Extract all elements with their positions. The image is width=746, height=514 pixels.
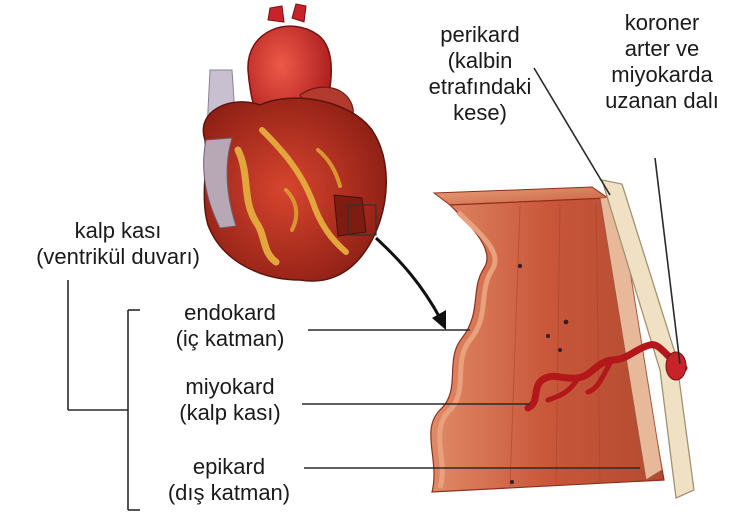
label-endokard-line2: (iç katman) bbox=[150, 326, 310, 352]
label-perikard-line2: (kalbin bbox=[410, 48, 550, 74]
label-koroner-line3: miyokarda bbox=[582, 62, 742, 88]
label-koroner: koroner arter ve miyokarda uzanan dalı bbox=[582, 10, 742, 114]
label-kalp-kasi-line2: (ventrikül duvarı) bbox=[0, 244, 236, 270]
label-kalp-kasi-line1: kalp kası bbox=[0, 218, 236, 244]
label-miyokard: miyokard (kalp kası) bbox=[150, 374, 310, 426]
label-miyokard-line2: (kalp kası) bbox=[150, 400, 310, 426]
label-endokard-line1: endokard bbox=[150, 300, 310, 326]
label-perikard-line1: perikard bbox=[410, 22, 550, 48]
label-perikard: perikard (kalbin etrafındaki kese) bbox=[410, 22, 550, 126]
label-kalp-kasi: kalp kası (ventrikül duvarı) bbox=[0, 218, 236, 270]
zoom-arrow bbox=[376, 238, 440, 318]
label-miyokard-line1: miyokard bbox=[150, 374, 310, 400]
label-koroner-line1: koroner bbox=[582, 10, 742, 36]
label-perikard-line3: etrafındaki bbox=[410, 74, 550, 100]
cut-window bbox=[334, 195, 366, 236]
wall-section bbox=[431, 180, 694, 498]
label-epikard-line2: (dış katman) bbox=[144, 480, 314, 506]
label-koroner-line2: arter ve bbox=[582, 36, 742, 62]
label-epikard: epikard (dış katman) bbox=[144, 454, 314, 506]
label-endokard: endokard (iç katman) bbox=[150, 300, 310, 352]
label-epikard-line1: epikard bbox=[144, 454, 314, 480]
label-perikard-line4: kese) bbox=[410, 100, 550, 126]
label-koroner-line4: uzanan dalı bbox=[582, 88, 742, 114]
